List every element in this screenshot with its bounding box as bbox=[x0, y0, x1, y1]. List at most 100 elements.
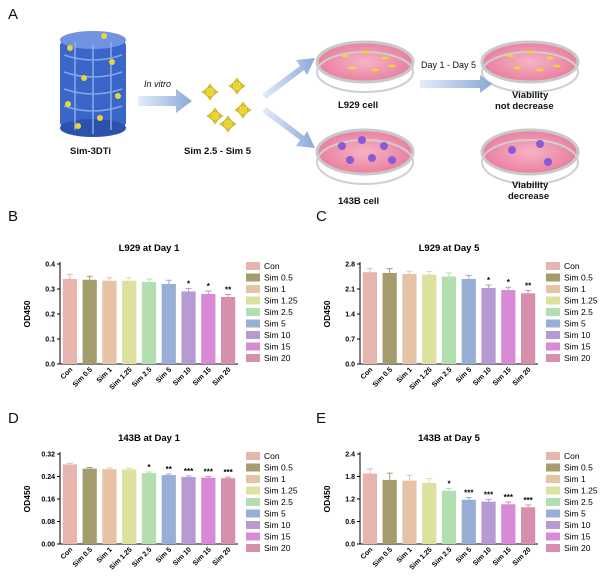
legend-swatch bbox=[546, 308, 560, 316]
legend-swatch bbox=[246, 532, 260, 541]
bar bbox=[82, 279, 97, 364]
y-tick-label: 0.0 bbox=[345, 542, 355, 549]
bar bbox=[201, 294, 216, 364]
legend-label: Con bbox=[264, 261, 280, 271]
result-l929-line1: Viability bbox=[512, 90, 549, 101]
significance-mark: * bbox=[187, 280, 191, 289]
bar bbox=[62, 279, 78, 364]
x-tick-label: Sim 1 bbox=[396, 366, 414, 384]
significance-mark: * bbox=[207, 282, 211, 291]
dish-143b-result bbox=[480, 128, 580, 185]
legend-label: Sim 1 bbox=[564, 474, 586, 484]
x-tick-label: Sim 10 bbox=[472, 546, 493, 567]
schematic-diagram bbox=[60, 31, 580, 185]
bar bbox=[141, 473, 157, 544]
x-tick-label: Sim 0.5 bbox=[72, 366, 94, 388]
legend-label: Sim 2.5 bbox=[564, 497, 593, 507]
bar bbox=[102, 469, 117, 544]
legend-swatch bbox=[546, 319, 560, 328]
legend-swatch bbox=[246, 342, 260, 351]
dish-143b bbox=[315, 128, 415, 185]
legend-label: Sim 15 bbox=[264, 532, 291, 542]
bar bbox=[382, 479, 397, 544]
legend-swatch bbox=[246, 521, 260, 529]
legend-label: Sim 1 bbox=[564, 284, 586, 294]
y-tick-label: 1.2 bbox=[345, 497, 355, 504]
bar bbox=[161, 475, 176, 544]
bar bbox=[382, 272, 397, 364]
bar bbox=[461, 279, 476, 364]
result-143b-line2: decrease bbox=[508, 191, 550, 202]
legend-label: Sim 5 bbox=[564, 509, 586, 519]
legend-label: Sim 1.25 bbox=[264, 486, 298, 496]
143b-label: 143B cell bbox=[338, 196, 380, 207]
legend-label: Sim 20 bbox=[564, 353, 591, 363]
x-tick-label: Con bbox=[360, 546, 375, 561]
legend-label: Sim 10 bbox=[564, 520, 591, 530]
y-tick-label: 0.32 bbox=[41, 452, 55, 459]
bar bbox=[102, 280, 117, 364]
y-tick-label: 0.08 bbox=[41, 519, 55, 526]
legend-label: Sim 1 bbox=[264, 474, 286, 484]
legend-swatch bbox=[246, 354, 260, 362]
legend-label: Con bbox=[264, 451, 280, 461]
legend-label: Sim 15 bbox=[564, 342, 591, 352]
legend-swatch bbox=[246, 498, 260, 506]
significance-mark: *** bbox=[204, 468, 214, 477]
bar bbox=[441, 490, 457, 544]
y-tick-label: 0.1 bbox=[45, 337, 55, 344]
legend-swatch bbox=[246, 319, 260, 328]
y-tick-label: 0.16 bbox=[41, 497, 55, 504]
x-tick-label: Sim 5 bbox=[155, 546, 173, 564]
l929-label: L929 cell bbox=[338, 100, 379, 111]
dish-l929-result bbox=[480, 40, 580, 93]
x-tick-label: Sim 20 bbox=[212, 366, 233, 387]
x-tick-label: Sim 15 bbox=[192, 546, 213, 567]
y-tick-label: 2.1 bbox=[345, 287, 355, 294]
legend-label: Sim 20 bbox=[264, 353, 291, 363]
legend-swatch bbox=[546, 475, 560, 483]
bar bbox=[220, 297, 236, 364]
x-tick-label: Sim 1 bbox=[96, 546, 114, 564]
bar bbox=[520, 293, 536, 364]
bar bbox=[362, 473, 378, 544]
x-tick-label: Sim 15 bbox=[192, 366, 213, 387]
significance-mark: * bbox=[507, 278, 511, 287]
significance-mark: *** bbox=[223, 468, 233, 477]
in-vitro-label: In vitro bbox=[144, 79, 172, 89]
x-tick-label: Sim 2.5 bbox=[431, 366, 453, 388]
x-tick-label: Sim 20 bbox=[512, 546, 533, 567]
legend-label: Sim 15 bbox=[264, 342, 291, 352]
chart-l929-day5: L929 at Day 5OD4500.00.71.42.12.8ConSim … bbox=[322, 243, 598, 392]
legend-swatch bbox=[246, 308, 260, 316]
significance-mark: ** bbox=[225, 286, 232, 295]
legend-swatch bbox=[546, 486, 560, 495]
bar bbox=[402, 274, 417, 364]
x-tick-label: Sim 15 bbox=[492, 546, 513, 567]
significance-mark: ** bbox=[525, 281, 532, 290]
significance-mark: * bbox=[147, 463, 151, 472]
legend-label: Sim 10 bbox=[564, 330, 591, 340]
bar bbox=[481, 287, 496, 364]
y-tick-label: 0.0 bbox=[45, 362, 55, 369]
legend-swatch bbox=[546, 498, 560, 506]
bar bbox=[422, 482, 437, 544]
y-tick-label: 0.0 bbox=[345, 362, 355, 369]
legend-swatch bbox=[546, 354, 560, 362]
x-tick-label: Sim 0.5 bbox=[372, 546, 394, 568]
bar bbox=[501, 290, 516, 364]
bar bbox=[461, 499, 476, 544]
bar bbox=[481, 501, 496, 544]
y-axis-label: OD450 bbox=[22, 485, 32, 512]
legend-label: Sim 1.25 bbox=[564, 296, 598, 306]
bar bbox=[181, 291, 196, 364]
legend-label: Sim 0.5 bbox=[264, 463, 293, 473]
legend-label: Con bbox=[564, 261, 580, 271]
legend-swatch bbox=[546, 532, 560, 541]
legend-label: Sim 5 bbox=[264, 509, 286, 519]
x-tick-label: Con bbox=[60, 366, 75, 381]
x-tick-label: Sim 0.5 bbox=[72, 546, 94, 568]
legend-swatch bbox=[546, 452, 560, 460]
legend-label: Sim 5 bbox=[564, 319, 586, 329]
panel-letter-d: D bbox=[8, 410, 19, 427]
